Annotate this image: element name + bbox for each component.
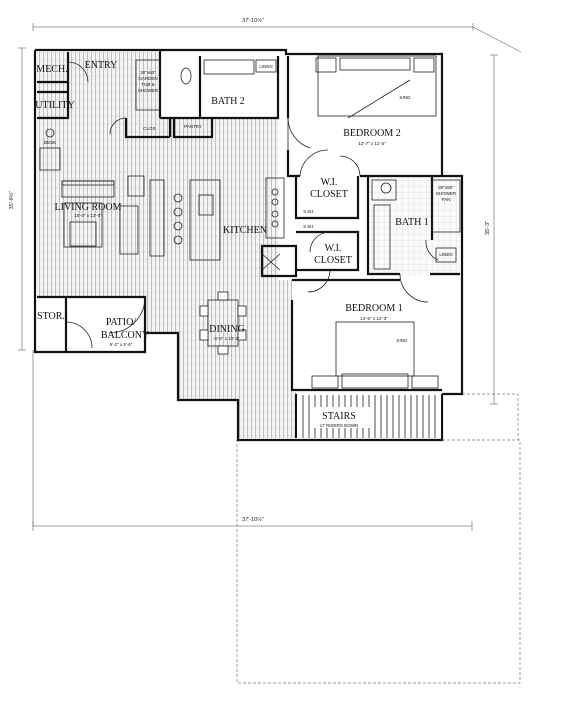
sofa-top	[61, 180, 115, 198]
label-kitchen: KITCHEN	[223, 225, 267, 236]
bedroom1-floor	[292, 279, 460, 392]
label-entry: ENTRY	[85, 60, 118, 71]
label-living-room: LIVING ROOM	[55, 202, 122, 213]
coffee-table	[63, 202, 103, 248]
label-patio-line1: PATIO/	[106, 317, 136, 328]
label-bedroom1-size: 14'-6" x 12'-3"	[360, 316, 388, 321]
vanity	[203, 59, 255, 75]
label-garden-tub: 30"x60" GARDEN TUB & SHOWER	[138, 70, 159, 93]
label-shower: 30"x60" SHOWER PAN	[436, 185, 457, 202]
label-wic2-line2: CLOSET	[314, 255, 352, 266]
desk-label: DESK	[44, 140, 56, 145]
kitchen-counter	[149, 179, 165, 257]
dimension-top: 37'-10½"	[32, 17, 474, 31]
water-heater-icon	[45, 128, 55, 138]
label-text: SHOWER	[138, 88, 159, 93]
label-wic2-line1: W.I.	[325, 243, 342, 254]
dimension-left: 35'-9½"	[8, 47, 26, 351]
label-stor: STOR.	[37, 311, 65, 322]
range-counter	[265, 177, 285, 239]
sink-icon	[198, 194, 214, 216]
label-wic1-line1: W.I.	[321, 177, 338, 188]
label-dining: DINING	[209, 324, 245, 335]
label-text: 30"x60"	[140, 70, 156, 75]
shower-pan	[431, 179, 461, 233]
toilet-icon	[180, 67, 192, 85]
label-living-size: 15'-0" x 13'-0"	[74, 213, 102, 218]
linen-closet-bath1	[435, 247, 457, 263]
tv-console	[119, 205, 139, 255]
label-patio-line2: BALCONY	[101, 330, 149, 341]
label-stairs: STAIRS	[322, 411, 356, 422]
desk	[39, 147, 61, 171]
bath1-toilet-area	[371, 179, 397, 201]
label-mech: MECH.	[36, 64, 67, 75]
dimension-bottom: 37'-10½"	[32, 516, 473, 531]
dimension-right: 35'-3"	[485, 54, 498, 405]
door-swings	[65, 61, 439, 349]
sofa-bottom	[69, 221, 97, 247]
label-patio-size: 9'-2" x 5'-6"	[110, 342, 133, 347]
dimension-top-label: 37'-10½"	[242, 17, 264, 24]
label-clos: CLOS.	[143, 126, 157, 131]
kitchen-island	[189, 179, 221, 261]
label-linen-bath1: LINEN	[439, 252, 452, 257]
label-bath2: BATH 2	[211, 96, 245, 107]
bath1-toilet-icon	[380, 182, 392, 194]
label-bedroom2: BEDROOM 2	[343, 128, 401, 139]
label-utility: UTILITY	[35, 100, 74, 111]
label-king-bed2: KING	[399, 95, 411, 100]
label-text: 30"x60"	[438, 185, 454, 190]
garden-tub	[135, 59, 161, 111]
bed-bedroom2	[315, 55, 437, 119]
bar-stools	[173, 193, 183, 245]
bedroom2-floor	[294, 56, 440, 172]
label-pantry: PANTRY	[184, 124, 202, 129]
label-bedroom2-size: 12'-7" x 11'-5"	[358, 141, 386, 146]
label-linen-bath2: LINEN	[259, 64, 272, 69]
label-dining-size: 9'-6" x 10'-3"	[214, 336, 240, 341]
label-king-bed1: KING	[396, 338, 408, 343]
cooktop-burners-icon	[271, 188, 279, 228]
stairs	[297, 395, 441, 438]
side-chair	[127, 175, 145, 197]
label-wic2-shelf: 5 SH.	[303, 224, 314, 229]
linen-closet-bath2	[255, 59, 277, 73]
dimension-bottom-label: 37'-10½"	[242, 516, 264, 523]
label-stairs-note: 17 RISERS DOWN	[320, 423, 359, 428]
label-text: SHOWER	[436, 191, 457, 196]
label-bedroom1: BEDROOM 1	[345, 303, 403, 314]
wood-floor	[37, 52, 296, 438]
bed-bedroom1	[311, 321, 439, 389]
label-wic1-line2: CLOSET	[310, 189, 348, 200]
dimension-left-label: 35'-9½"	[8, 191, 15, 210]
dimension-right-label: 35'-3"	[485, 221, 491, 235]
label-wic1-shelf: 5 SH.	[303, 209, 314, 214]
label-text: GARDEN	[138, 76, 157, 81]
label-bath1: BATH 1	[395, 217, 429, 228]
bath1-vanity	[373, 204, 391, 270]
label-text: TUB &	[141, 82, 154, 87]
dining-chairs	[199, 291, 247, 355]
label-text: PAN	[442, 197, 451, 202]
